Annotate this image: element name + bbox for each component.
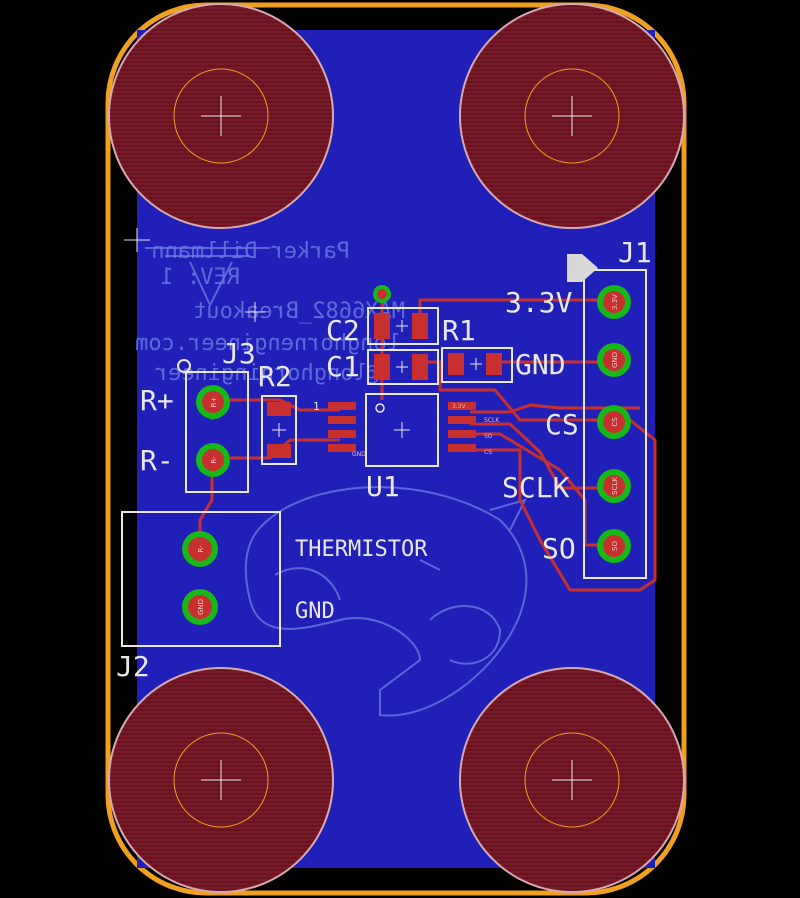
j1-pad4-label: SCLK: [611, 477, 619, 495]
mounting-hole-top-right: [459, 3, 685, 229]
j1-pad3-label: CS: [611, 417, 619, 427]
capacitor-c1: C1: [326, 349, 439, 385]
j2-pin-1: R-: [182, 531, 218, 567]
via: [373, 285, 391, 303]
label-thermistor: THERMISTOR: [295, 537, 428, 562]
back-silkscreen: Parker Dillmann REV: 1 MAX6682_Breakout …: [135, 239, 405, 386]
back-silk-line3: MAX6682_Breakout: [193, 299, 405, 324]
label-gnd-thermistor: GND: [295, 599, 335, 624]
net-label-cs: CS: [484, 449, 492, 456]
label-cs: CS: [545, 408, 579, 441]
net-label-gnd: GND: [352, 451, 366, 458]
c1-designator: C1: [326, 350, 360, 383]
label-gnd: GND: [515, 348, 566, 381]
j1-pin-4: SCLK: [597, 469, 631, 503]
resistor-r1: R1: [441, 314, 513, 383]
capacitor-c2: C2: [326, 307, 439, 347]
j1-pad5-label: SO: [611, 541, 619, 551]
back-silk-line5: @longhorningineer: [155, 361, 380, 386]
label-sclk: SCLK: [502, 471, 570, 504]
c2-designator: C2: [326, 314, 360, 347]
j3-designator: J3: [222, 337, 256, 370]
origin-crosshair: [124, 228, 265, 322]
j1-designator: J1: [618, 236, 652, 269]
connector-j1: J1: [567, 236, 652, 579]
label-rminus: R-: [140, 444, 174, 477]
label-3v3: 3.3V: [505, 286, 573, 319]
j2-pin-2: GND: [182, 589, 218, 625]
j1-pad1-label: 3.3V: [611, 294, 619, 310]
j3-pin-1: R+: [196, 385, 230, 419]
j2-designator: J2: [116, 650, 150, 683]
j3-pin-2: R-: [196, 443, 230, 477]
j1-pins: 3.3V GND CS SCLK SO: [597, 285, 631, 563]
mounting-hole-top-left: [108, 3, 334, 229]
u1-designator: U1: [366, 470, 400, 503]
mounting-hole-bottom-right: [459, 667, 685, 893]
back-logo: [145, 247, 528, 717]
net-label-3v3: 3.3V: [452, 403, 467, 410]
j1-pin-5: SO: [597, 529, 631, 563]
j2-pad1-label: R-: [197, 545, 205, 553]
back-silk-line1: Parker Dillmann: [151, 239, 350, 264]
connector-j3: J3 R+ R-: [177, 337, 256, 493]
resistor-r2: R2: [258, 360, 297, 465]
label-so: SO: [542, 532, 576, 565]
mounting-hole-bottom-left: [108, 667, 334, 893]
label-rplus: R+: [140, 384, 174, 417]
connector-j2: J2 R- GND: [116, 511, 281, 683]
j1-pin-2: GND: [597, 343, 631, 377]
j2-pad2-label: GND: [197, 599, 205, 615]
back-silk-line4: longhornengineer.com: [135, 331, 400, 356]
j3-pad1-label: R+: [210, 397, 218, 408]
ic-u1: 1 U1 3.3V SCLK SO CS GND: [313, 393, 500, 503]
j1-pad2-label: GND: [611, 352, 619, 368]
net-label-so: SO: [484, 433, 493, 440]
net-label-sclk: SCLK: [484, 417, 500, 424]
j1-pin-3: CS: [597, 405, 631, 439]
u1-pin1-marker: 1: [313, 400, 320, 413]
r2-designator: R2: [258, 360, 292, 393]
r1-designator: R1: [442, 314, 476, 347]
j3-pad2-label: R-: [210, 456, 218, 464]
j1-pin-1: 3.3V: [597, 285, 631, 319]
